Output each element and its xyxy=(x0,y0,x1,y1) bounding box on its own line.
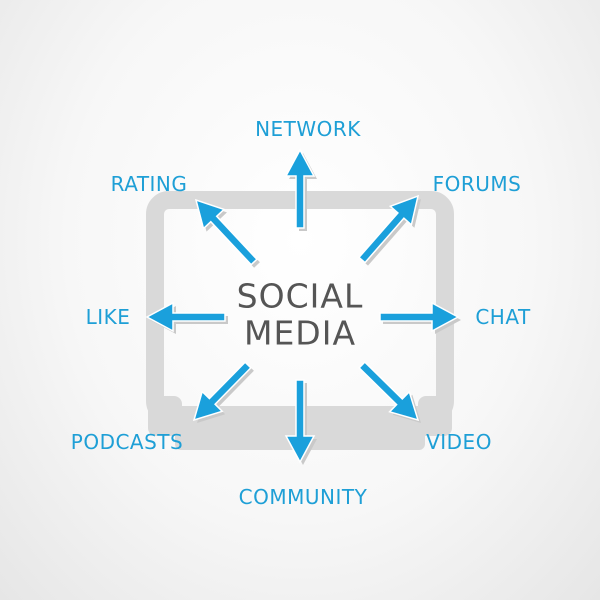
arrow-like-shape xyxy=(145,301,226,333)
arrow-network-shape xyxy=(284,148,316,229)
arrow-like-icon xyxy=(145,301,228,334)
arrow-forums-icon xyxy=(357,194,421,266)
arrow-chat-shape xyxy=(379,301,460,333)
arrow-rating-shape xyxy=(194,198,258,266)
arrow-network-icon xyxy=(284,148,317,231)
label-forums: FORUMS xyxy=(432,172,522,196)
arrow-community-shape xyxy=(284,379,316,464)
label-network: NETWORK xyxy=(255,117,361,141)
label-community: COMMUNITY xyxy=(238,485,368,509)
arrow-forums-shape xyxy=(357,194,420,264)
arrow-podcasts-shape xyxy=(192,361,252,422)
arrow-chat-icon xyxy=(379,301,461,334)
label-podcasts: PODCASTS xyxy=(70,430,184,454)
laptop-base-left-foot xyxy=(148,396,182,436)
label-like: LIKE xyxy=(85,305,131,329)
center-title-media: MEDIA xyxy=(243,313,357,353)
laptop-base-right-foot xyxy=(418,396,452,436)
label-chat: CHAT xyxy=(475,305,531,329)
arrow-video-icon xyxy=(358,361,421,423)
arrow-rating-icon xyxy=(194,198,260,268)
center-title-social: SOCIAL xyxy=(236,276,364,316)
arrow-podcasts-icon xyxy=(192,361,254,423)
arrow-community-icon xyxy=(284,379,317,465)
label-video: VIDEO xyxy=(426,430,492,454)
arrows-group xyxy=(145,148,461,465)
arrow-video-shape xyxy=(358,361,420,422)
label-rating: RATING xyxy=(110,172,188,196)
